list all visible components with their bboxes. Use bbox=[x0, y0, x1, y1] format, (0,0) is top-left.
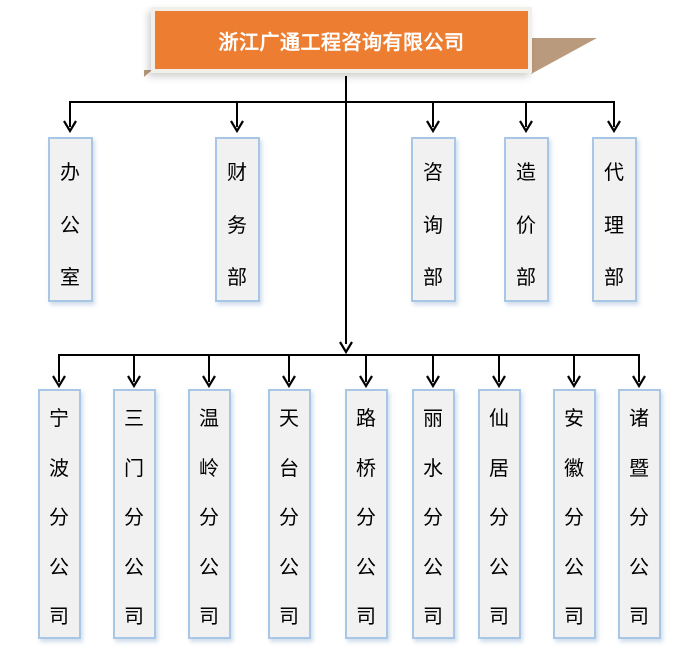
branch-node: 三门分公司 bbox=[112, 389, 156, 639]
department-node: 办公室 bbox=[47, 137, 93, 302]
branch-node-char: 温 bbox=[199, 408, 219, 430]
branch-node-char: 桥 bbox=[356, 457, 376, 480]
branch-node-char: 分 bbox=[356, 507, 376, 529]
branch-node-char: 三 bbox=[124, 408, 144, 430]
branch-node-char: 司 bbox=[49, 606, 69, 628]
branch-node-char: 公 bbox=[124, 556, 144, 579]
arrowhead-down-icon bbox=[426, 375, 440, 389]
department-node-char: 理 bbox=[604, 214, 624, 237]
company-root-label: 浙江广通工程咨询有限公司 bbox=[218, 31, 465, 54]
branch-node-char: 门 bbox=[124, 457, 144, 480]
department-node-char: 公 bbox=[60, 214, 80, 237]
branch-node-char: 公 bbox=[199, 556, 219, 579]
branch-node: 宁波分公司 bbox=[37, 389, 81, 639]
branch-node-char: 宁 bbox=[49, 408, 69, 430]
arrowhead-down-icon bbox=[282, 375, 296, 389]
branch-node-char: 路 bbox=[356, 408, 376, 430]
branch-node: 丽水分公司 bbox=[411, 389, 455, 639]
arrowhead-down-icon bbox=[607, 120, 621, 134]
department-node-char: 代 bbox=[604, 162, 624, 184]
branch-node-char: 波 bbox=[49, 457, 69, 480]
company-root-node: 浙江广通工程咨询有限公司 bbox=[151, 7, 532, 73]
branch-node: 路桥分公司 bbox=[344, 389, 388, 639]
branch-node-char: 公 bbox=[564, 556, 584, 579]
arrowhead-down-icon bbox=[567, 375, 581, 389]
branch-node-char: 分 bbox=[629, 507, 649, 529]
department-node: 咨询部 bbox=[410, 137, 456, 302]
branch-node: 天台分公司 bbox=[267, 389, 311, 639]
branch-node-char: 安 bbox=[564, 408, 584, 430]
branch-node: 温岭分公司 bbox=[187, 389, 231, 639]
branch-node-char: 分 bbox=[124, 507, 144, 529]
department-node-char: 部 bbox=[516, 267, 536, 289]
branch-node-char: 仙 bbox=[489, 408, 509, 430]
branch-node-char: 司 bbox=[489, 606, 509, 628]
branch-node-char: 司 bbox=[564, 606, 584, 628]
branch-node-char: 司 bbox=[423, 606, 443, 628]
arrowhead-down-icon bbox=[230, 120, 244, 134]
branch-node-char: 公 bbox=[423, 556, 443, 579]
branch-node-char: 诸 bbox=[629, 408, 649, 430]
branch-node-char: 公 bbox=[629, 556, 649, 579]
branch-node: 仙居分公司 bbox=[477, 389, 521, 639]
branch-node-char: 暨 bbox=[629, 457, 649, 480]
department-node-char: 部 bbox=[423, 267, 443, 289]
branch-node-char: 徽 bbox=[564, 457, 584, 480]
branch-node-char: 司 bbox=[279, 606, 299, 628]
branch-node-char: 居 bbox=[489, 457, 509, 480]
arrowhead-down-icon bbox=[426, 120, 440, 134]
department-node: 财务部 bbox=[214, 137, 260, 302]
branch-node-char: 公 bbox=[49, 556, 69, 579]
arrowhead-down-icon bbox=[359, 375, 373, 389]
branch-node-char: 司 bbox=[199, 606, 219, 628]
department-node-char: 询 bbox=[423, 214, 443, 237]
flag-shadow-shape bbox=[531, 38, 597, 74]
branch-node-char: 天 bbox=[279, 408, 299, 430]
department-node: 造价部 bbox=[503, 137, 549, 302]
arrowhead-down-icon bbox=[519, 120, 533, 134]
arrowhead-down-icon bbox=[63, 120, 77, 134]
branch-node-char: 台 bbox=[279, 457, 299, 480]
branch-node-char: 司 bbox=[356, 606, 376, 628]
arrowhead-down-icon bbox=[52, 375, 66, 389]
branch-node-char: 司 bbox=[124, 606, 144, 628]
branch-node-char: 公 bbox=[279, 556, 299, 579]
department-node-char: 造 bbox=[516, 162, 536, 184]
department-node-char: 务 bbox=[227, 214, 247, 237]
branch-node-char: 公 bbox=[356, 556, 376, 579]
department-node-char: 室 bbox=[60, 267, 80, 289]
arrowhead-down-icon bbox=[127, 375, 141, 389]
arrowhead-down-icon bbox=[339, 341, 353, 355]
branch-node: 安徽分公司 bbox=[552, 389, 596, 639]
branch-node-char: 分 bbox=[423, 507, 443, 529]
branch-node-char: 公 bbox=[489, 556, 509, 579]
department-node-char: 部 bbox=[227, 267, 247, 289]
branch-node-char: 分 bbox=[564, 507, 584, 529]
department-node: 代理部 bbox=[591, 137, 637, 302]
branch-node-char: 分 bbox=[489, 507, 509, 529]
branch-node-char: 丽 bbox=[423, 408, 443, 430]
branch-node-char: 分 bbox=[199, 507, 219, 529]
branch-node-char: 司 bbox=[629, 606, 649, 628]
department-node-char: 咨 bbox=[423, 162, 443, 184]
department-node-char: 办 bbox=[60, 162, 80, 184]
arrowhead-down-icon bbox=[202, 375, 216, 389]
department-node-char: 财 bbox=[227, 162, 247, 184]
department-node-char: 价 bbox=[516, 214, 536, 237]
arrowhead-down-icon bbox=[632, 375, 646, 389]
arrowhead-down-icon bbox=[492, 375, 506, 389]
branch-node: 诸暨分公司 bbox=[617, 389, 661, 639]
branch-node-char: 水 bbox=[423, 457, 443, 480]
department-node-char: 部 bbox=[604, 267, 624, 289]
branch-node-char: 岭 bbox=[199, 457, 219, 480]
branch-node-char: 分 bbox=[279, 507, 299, 529]
flag-corner-shape bbox=[144, 70, 152, 77]
branch-node-char: 分 bbox=[49, 507, 69, 529]
